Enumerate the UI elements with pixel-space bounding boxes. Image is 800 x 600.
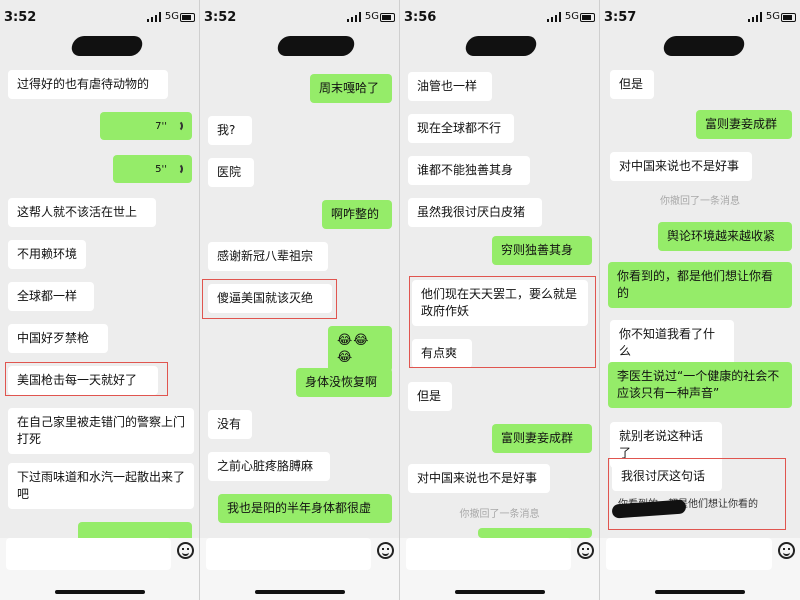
chat-message[interactable]: 之前心脏疼胳膊麻 <box>208 452 330 481</box>
battery-icon <box>180 13 195 22</box>
chat-message[interactable]: 医院 <box>208 158 254 187</box>
chat-message[interactable]: 下过雨味道和水汽一起散出来了吧 <box>8 463 194 509</box>
chat-message[interactable]: 富则妻妾成群 <box>696 110 792 139</box>
chat-message[interactable]: 穷则独善其身 <box>492 236 592 265</box>
quoted-reply[interactable]: 你看到的，都是他们想让你看的 <box>618 499 758 510</box>
status-time: 3:52 <box>4 10 37 25</box>
chat-message[interactable]: 现在全球都不行 <box>408 114 514 143</box>
input-bar <box>200 538 399 600</box>
chat-message-partial[interactable] <box>478 528 592 538</box>
chat-message[interactable]: 虽然我很讨厌白皮猪 <box>408 198 542 227</box>
chat-panel-2: 3:52 5G 周末嘎哈了 我? 医院 啊咋整的 感谢新冠八辈祖宗 傻逼美国就该… <box>200 0 400 600</box>
signal-icon <box>347 12 361 22</box>
redacted-contact-name <box>275 36 357 56</box>
emoji-icon[interactable] <box>177 542 194 559</box>
message-input[interactable] <box>606 538 772 570</box>
chat-message[interactable]: 感谢新冠八辈祖宗 <box>208 242 328 271</box>
chat-message[interactable]: 我? <box>208 116 252 145</box>
chat-message[interactable]: 身体没恢复啊 <box>296 368 392 397</box>
redacted-contact-name <box>463 36 539 56</box>
voice-message[interactable]: 7'' <box>100 112 192 140</box>
chat-message[interactable]: 这帮人就不该活在世上 <box>8 198 156 227</box>
chat-message[interactable]: 我也是阳的半年身体都很虚 <box>218 494 392 523</box>
home-indicator <box>454 590 545 594</box>
network-label: 5G <box>564 11 579 22</box>
recall-notice: 你撤回了一条消息 <box>459 509 540 520</box>
status-bar: 3:56 5G <box>400 0 599 30</box>
chat-message[interactable]: 但是 <box>610 70 654 99</box>
chat-message[interactable]: 但是 <box>408 382 452 411</box>
chat-message[interactable]: 有点爽 <box>412 339 472 368</box>
signal-icon <box>748 12 762 22</box>
status-bar: 3:52 5G <box>0 0 199 30</box>
input-bar <box>400 538 599 600</box>
redacted-contact-name <box>661 36 747 56</box>
chat-message[interactable]: 没有 <box>208 410 252 439</box>
chat-message[interactable]: 他们现在天天罢工，要么就是政府作妖 <box>412 280 588 326</box>
network-label: 5G <box>765 11 780 22</box>
battery-icon <box>781 13 796 22</box>
chat-panel-4: 3:57 5G 但是 富则妻妾成群 对中国来说也不是好事 你撤回了一条消息 舆论… <box>600 0 800 600</box>
network-label: 5G <box>364 11 379 22</box>
recall-notice: 你撤回了一条消息 <box>660 196 740 207</box>
chat-message-partial[interactable] <box>78 522 192 542</box>
chat-message[interactable]: 美国枪击每一天就好了 <box>8 366 158 395</box>
chat-message[interactable]: 对中国来说也不是好事 <box>408 464 550 493</box>
chat-message[interactable]: 油管也一样 <box>408 72 492 101</box>
chat-message[interactable]: 周末嘎哈了 <box>310 74 392 103</box>
status-bar: 3:57 5G <box>600 0 800 30</box>
chat-message[interactable]: 啊咋整的 <box>322 200 392 229</box>
emoji-icon[interactable] <box>377 542 394 559</box>
home-indicator <box>254 590 345 594</box>
chat-message[interactable]: 中国好歹禁枪 <box>8 324 108 353</box>
chat-panel-1: 3:52 5G 过得好的也有虐待动物的 7'' 5'' 这帮人就不该活在世上 不… <box>0 0 200 600</box>
chat-message[interactable]: 你看到的，都是他们想让你看的 <box>608 262 792 308</box>
message-input[interactable] <box>406 538 571 570</box>
input-bar <box>0 538 199 600</box>
chat-message[interactable]: 在自己家里被走错门的警察上门打死 <box>8 408 194 454</box>
home-indicator <box>655 590 745 594</box>
emoji-message[interactable]: 😂😂😂 <box>328 326 392 372</box>
battery-icon <box>380 13 395 22</box>
status-time: 3:56 <box>404 10 437 25</box>
emoji-icon[interactable] <box>778 542 795 559</box>
network-label: 5G <box>164 11 179 22</box>
emoji-icon[interactable] <box>577 542 594 559</box>
message-input[interactable] <box>206 538 371 570</box>
voice-wave-icon <box>171 120 183 132</box>
chat-message[interactable]: 你不知道我看了什么 <box>610 320 734 366</box>
chat-message[interactable]: 过得好的也有虐待动物的 <box>8 70 168 99</box>
home-indicator <box>54 590 145 594</box>
chat-message[interactable]: 富则妻妾成群 <box>492 424 592 453</box>
chat-message[interactable]: 就别老说这种话了 <box>610 422 722 468</box>
signal-icon <box>547 12 561 22</box>
voice-message[interactable]: 5'' <box>113 155 192 183</box>
input-bar <box>600 538 800 600</box>
chat-panel-3: 3:56 5G 油管也一样 现在全球都不行 谁都不能独善其身 虽然我很讨厌白皮猪… <box>400 0 600 600</box>
chat-message[interactable]: 傻逼美国就该灭绝 <box>208 284 332 313</box>
chat-message[interactable]: 李医生说过“一个健康的社会不应该只有一种声音” <box>608 362 792 408</box>
status-time: 3:57 <box>604 10 637 25</box>
signal-icon <box>147 12 161 22</box>
redacted-contact-name <box>69 36 145 56</box>
chat-message[interactable]: 不用赖环境 <box>8 240 86 269</box>
status-time: 3:52 <box>204 10 237 25</box>
chat-message[interactable]: 舆论环境越来越收紧 <box>658 222 792 251</box>
battery-icon <box>580 13 595 22</box>
chat-message[interactable]: 谁都不能独善其身 <box>408 156 530 185</box>
chat-message[interactable]: 全球都一样 <box>8 282 94 311</box>
message-input[interactable] <box>6 538 171 570</box>
chat-message[interactable]: 我很讨厌这句话 <box>612 462 722 491</box>
status-bar: 3:52 5G <box>200 0 399 30</box>
chat-message[interactable]: 对中国来说也不是好事 <box>610 152 752 181</box>
voice-wave-icon <box>171 163 183 175</box>
